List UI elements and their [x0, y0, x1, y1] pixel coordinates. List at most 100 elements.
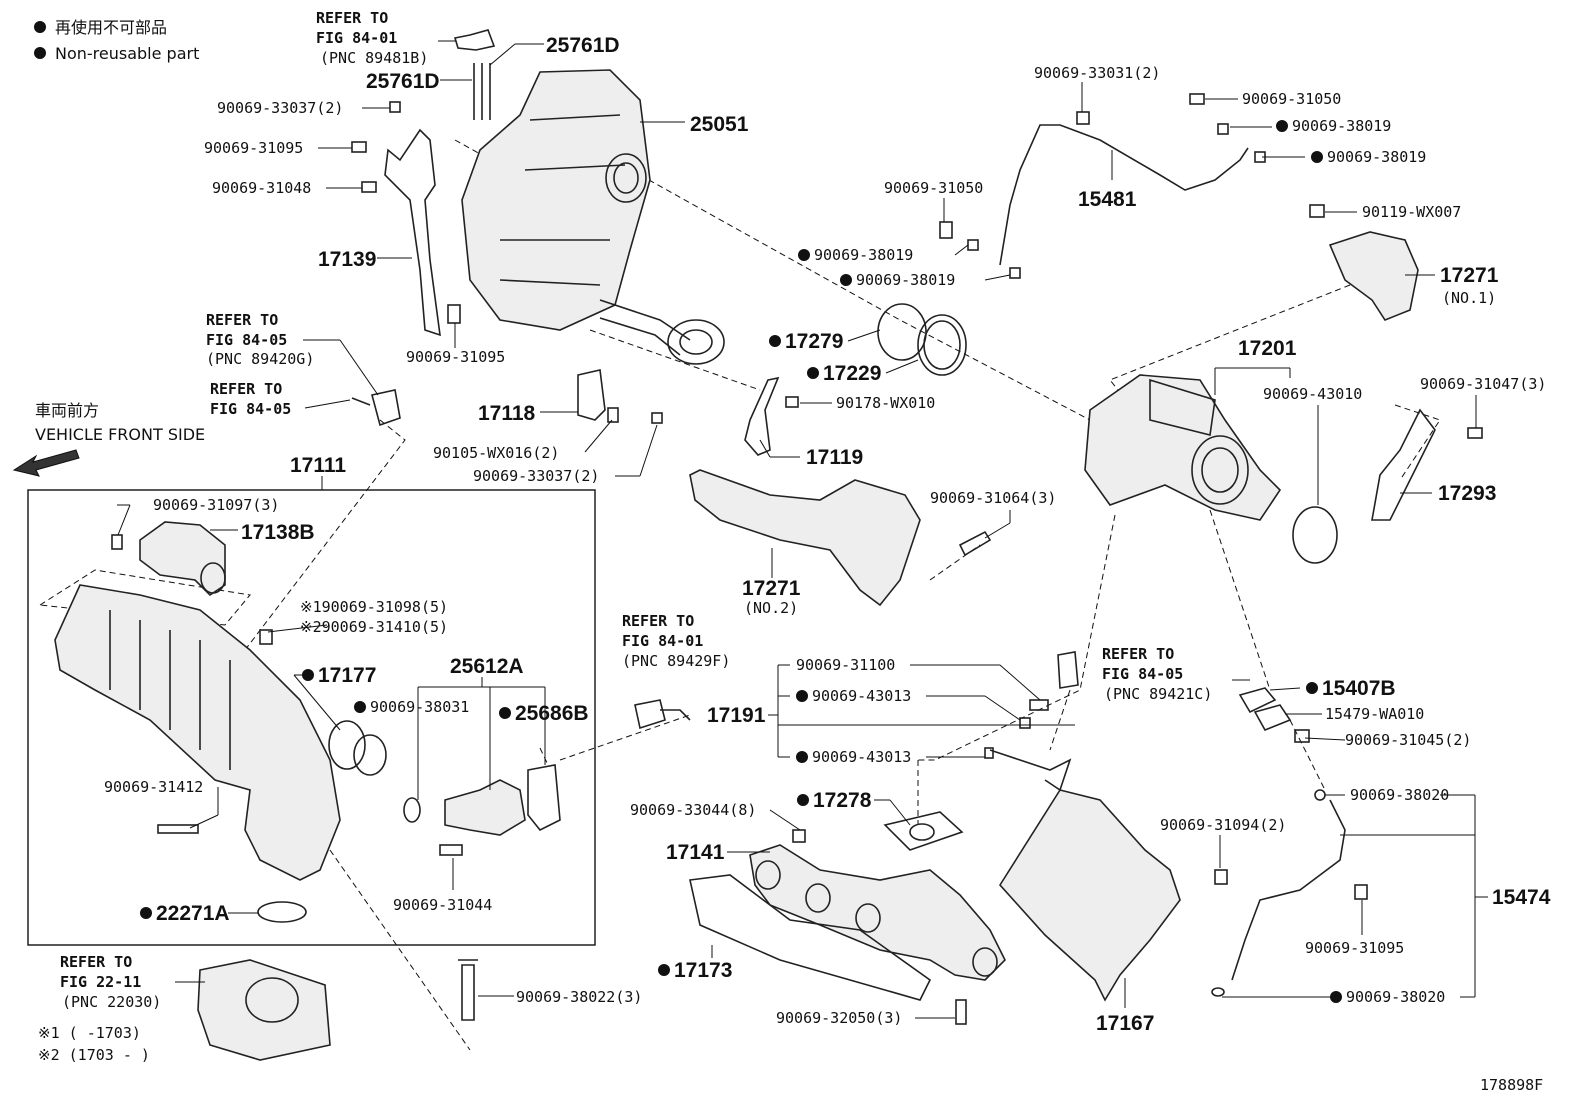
- part-label: ※290069-31410(5): [300, 618, 448, 636]
- part-label: 15474: [1492, 886, 1551, 909]
- part-label: 25761D: [366, 70, 440, 93]
- part-label: 90069-31064(3): [930, 489, 1056, 507]
- part-label: 90069-33044(8): [630, 801, 756, 819]
- part-label: 90069-31050: [1242, 90, 1341, 108]
- ref-line: REFER TO: [622, 612, 694, 630]
- non-reusable-dot-icon: [769, 335, 781, 347]
- legend-jp-label: 再使用不可部品: [55, 18, 167, 37]
- non-reusable-dot-icon: [302, 669, 314, 681]
- part-illustrations: [54, 29, 1483, 1061]
- part-label: 90069-38022(3): [516, 988, 642, 1006]
- gasket-17177: [328, 720, 366, 770]
- part-label: 17201: [1238, 337, 1297, 360]
- part-label: 90069-31048: [212, 179, 311, 197]
- part-label: 90069-31094(2): [1160, 816, 1286, 834]
- part-label: 17293: [1438, 482, 1496, 505]
- o-ring-43010: [1292, 506, 1338, 564]
- leader-lines: [117, 40, 1488, 1019]
- non-reusable-dot-icon: [1276, 120, 1288, 132]
- part-label: 15481: [1078, 188, 1137, 211]
- gasket-25686B: [527, 764, 561, 832]
- part-label: (NO.2): [744, 599, 798, 617]
- ref-line: (PNC 89420G): [206, 350, 314, 368]
- non-reusable-dot-icon: [1306, 682, 1318, 694]
- part-label: 90069-32050(3): [776, 1009, 902, 1027]
- bracket-17139: [384, 128, 441, 337]
- non-reusable-dot-icon: [798, 249, 810, 261]
- part-label: 25612A: [450, 655, 524, 678]
- gasket-17278: [883, 811, 964, 851]
- throttle-body-22030: [197, 959, 331, 1061]
- part-label: 17111: [290, 454, 346, 477]
- ref-line: FIG 84-05: [206, 331, 287, 349]
- non-reusable-dot-icon: [796, 751, 808, 763]
- part-label: 90069-43010: [1263, 385, 1362, 403]
- part-label: 15407B: [1322, 677, 1396, 700]
- reference-fig-22-11-22030: REFER TO FIG 22-11 (PNC 22030): [60, 953, 161, 1011]
- part-label: 90178-WX010: [836, 394, 935, 412]
- ref-line: (PNC 89429F): [622, 652, 730, 670]
- legend-dot-icon: [34, 21, 46, 33]
- ref-line: FIG 84-01: [316, 29, 397, 47]
- ref-line: REFER TO: [60, 953, 132, 971]
- part-label: 17118: [478, 402, 536, 425]
- ref-line: (PNC 22030): [62, 993, 161, 1011]
- bracket-17118: [577, 369, 606, 421]
- part-label: 90069-31095: [406, 348, 505, 366]
- reference-fig-84-05-89421C: REFER TO FIG 84-05 (PNC 89421C): [1102, 645, 1212, 703]
- part-label: 17229: [823, 362, 881, 385]
- pipe-15474: [1231, 799, 1346, 981]
- part-label: 17271: [1440, 264, 1499, 287]
- part-label: 90069-31095: [204, 139, 303, 157]
- legend-dot-icon: [34, 47, 46, 59]
- non-reusable-dot-icon: [354, 701, 366, 713]
- gasket-15407B: [1238, 687, 1277, 714]
- part-label: 17279: [785, 330, 843, 353]
- part-label: 90069-33037(2): [473, 467, 599, 485]
- part-label: 17119: [806, 446, 863, 469]
- legend: 再使用不可部品 Non-reusable part: [34, 18, 199, 63]
- egr-valve-25612A: [444, 779, 526, 836]
- ref-line: FIG 84-05: [210, 400, 291, 418]
- part-label: 90105-WX016(2): [433, 444, 559, 462]
- direction-en-label: VEHICLE FRONT SIDE: [35, 425, 205, 444]
- footnote-1: ※1 ( -1703): [38, 1024, 141, 1042]
- figure-id: 178898F: [1480, 1076, 1543, 1094]
- non-reusable-dot-icon: [1311, 151, 1323, 163]
- part-label: 90069-31050: [884, 179, 983, 197]
- part-label: 17191: [707, 704, 766, 727]
- part-label: 17173: [674, 959, 732, 982]
- legend-en-label: Non-reusable part: [55, 44, 199, 63]
- part-label: 90119-WX007: [1362, 203, 1461, 221]
- part-label: 90069-31044: [393, 896, 492, 914]
- part-label: 90069-38019: [814, 246, 913, 264]
- ref-line: FIG 84-01: [622, 632, 703, 650]
- sensor-89421C: [1057, 651, 1079, 689]
- gasket-17173: [689, 874, 932, 1001]
- footnote-2: ※2 (1703 - ): [38, 1046, 150, 1064]
- part-label: ※190069-31098(5): [300, 598, 448, 616]
- vehicle-front-indicator: 車両前方 VEHICLE FRONT SIDE: [12, 401, 205, 477]
- non-reusable-dot-icon: [840, 274, 852, 286]
- part-label: 17278: [813, 789, 872, 812]
- part-label: (NO.1): [1442, 289, 1496, 307]
- non-reusable-dot-icon: [796, 690, 808, 702]
- ref-line: REFER TO: [206, 311, 278, 329]
- reference-fig-84-05-89420G: REFER TO FIG 84-05 (PNC 89420G): [206, 311, 314, 368]
- stud-bolt-38022: [458, 959, 478, 1021]
- reference-fig-84-01-89481B: REFER TO FIG 84-01 (PNC 89481B): [316, 9, 428, 67]
- bracket-17293: [1371, 408, 1436, 521]
- non-reusable-dot-icon: [140, 907, 152, 919]
- intake-manifold-17111: [54, 584, 341, 881]
- part-label: 22271A: [156, 902, 230, 925]
- gasket-15479-WA010: [1253, 704, 1292, 732]
- oil-pipe-17191: [989, 749, 1072, 792]
- part-label: 90069-31047(3): [1420, 375, 1546, 393]
- non-reusable-dot-icon: [807, 367, 819, 379]
- non-reusable-dot-icon: [1330, 991, 1342, 1003]
- sensor-89429F: [634, 699, 666, 730]
- part-label: 90069-31097(3): [153, 496, 279, 514]
- insulator-17271-no1: [1328, 231, 1419, 321]
- part-label: 90069-33037(2): [217, 99, 343, 117]
